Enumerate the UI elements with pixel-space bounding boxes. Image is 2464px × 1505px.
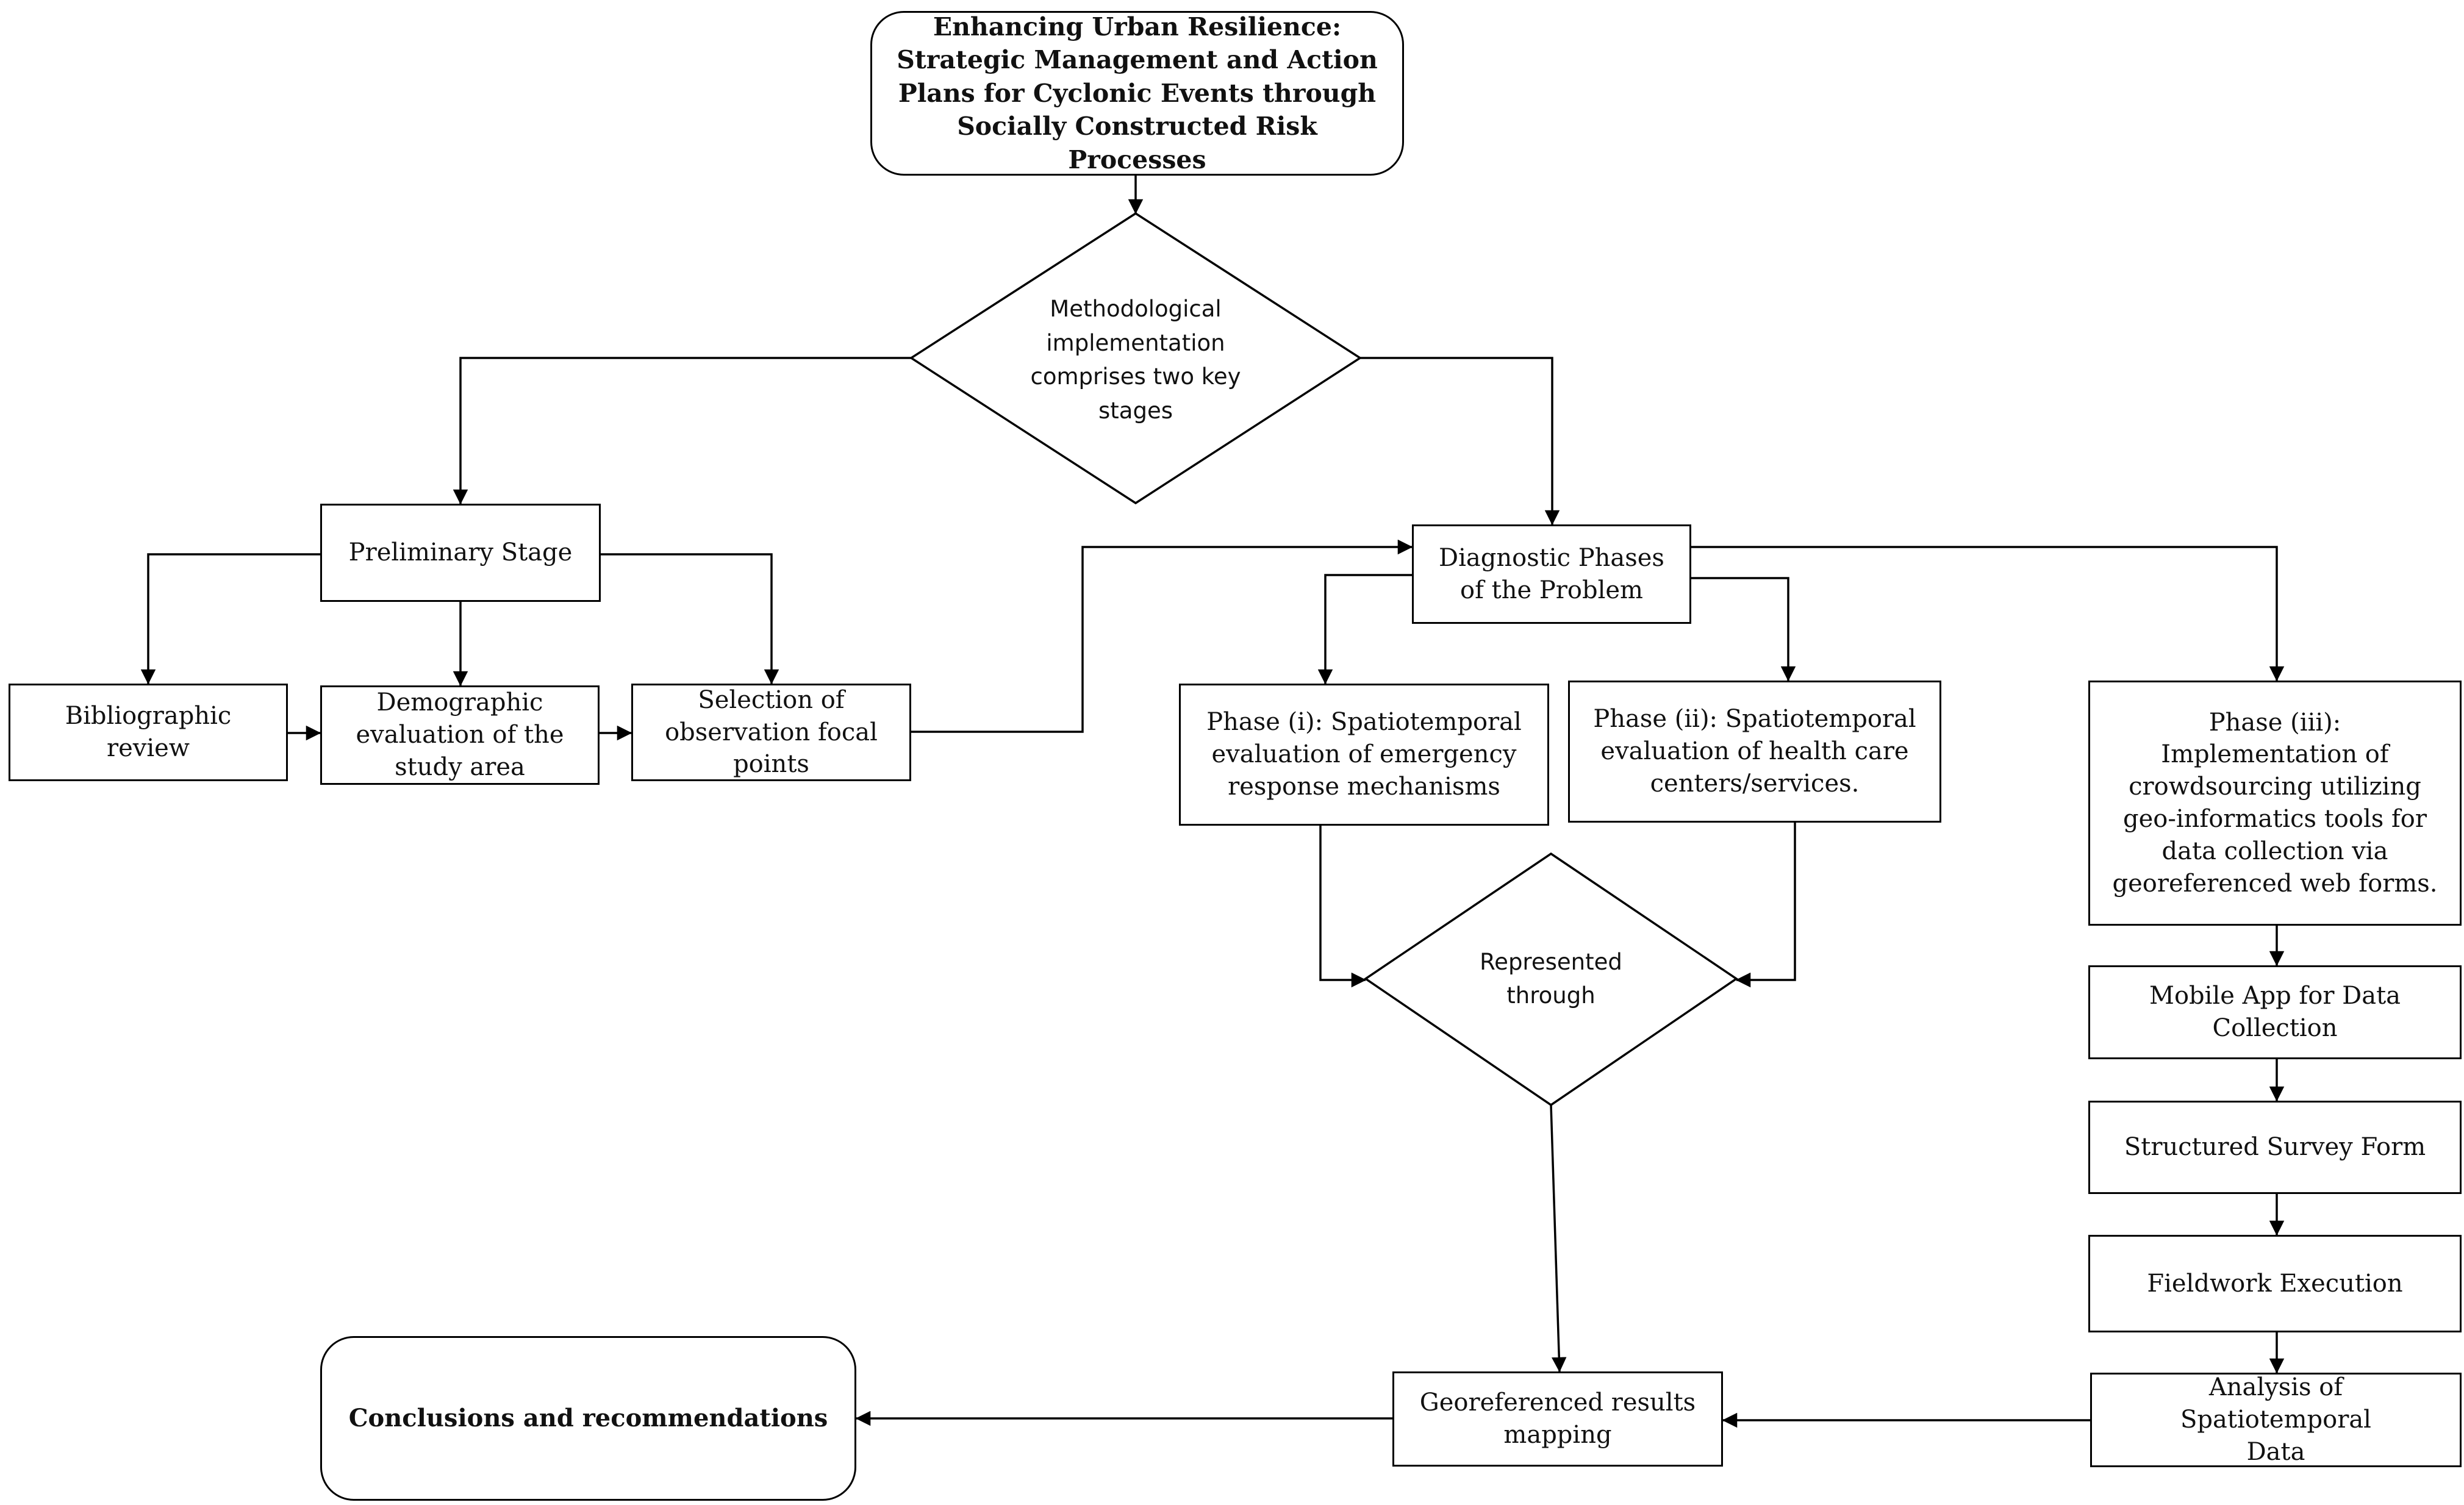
- georeferenced-mapping-box: Georeferenced results mapping: [1392, 1371, 1723, 1467]
- diagnostic-phases-box: Diagnostic Phases of the Problem: [1412, 524, 1691, 624]
- arrow-diagnostic-to-phase-i: [1317, 574, 1412, 685]
- phase-i-box: Phase (i): Spatiotemporal evaluation of …: [1179, 684, 1549, 826]
- selection-focal-points-box: Selection of observation focal points: [631, 684, 911, 781]
- arrow-diagnostic-to-phase-ii: [1691, 577, 1796, 682]
- bibliographic-review-box: Bibliographic review: [9, 684, 288, 781]
- arrow-decision-to-preliminary: [453, 357, 911, 505]
- decision-represented-text: Represented through: [1480, 948, 1622, 1009]
- arrow-decision-to-diagnostic: [1360, 357, 1560, 526]
- arrow-phase-i-to-decision: [1319, 826, 1367, 988]
- arrow-phase-ii-to-decision: [1735, 823, 1796, 988]
- fieldwork-box: Fieldwork Execution: [2088, 1235, 2462, 1332]
- conclusions-box: Conclusions and recommendations: [320, 1336, 856, 1501]
- survey-form-box: Structured Survey Form: [2088, 1101, 2462, 1194]
- arrow-decision-to-mapping: [1550, 1104, 1567, 1373]
- arrow-preliminary-to-selection: [601, 553, 779, 685]
- phase-ii-box: Phase (ii): Spatiotemporal evaluation of…: [1568, 681, 1941, 823]
- arrow-diagnostic-to-phase-iii: [1691, 546, 2285, 682]
- mobile-app-box: Mobile App for Data Collection: [2088, 965, 2462, 1059]
- analysis-box: Analysis of Spatiotemporal Data: [2090, 1373, 2462, 1467]
- arrow-selection-to-diagnostic: [911, 539, 1413, 733]
- arrow-preliminary-to-bibliographic: [140, 553, 320, 685]
- decision-stages-text: Methodological implementation comprises …: [1030, 296, 1241, 424]
- demographic-evaluation-box: Demographic evaluation of the study area: [320, 685, 600, 785]
- title-box: Enhancing Urban Resilience: Strategic Ma…: [870, 11, 1404, 176]
- preliminary-stage-box: Preliminary Stage: [320, 504, 601, 602]
- phase-iii-box: Phase (iii): Implementation of crowdsour…: [2088, 681, 2462, 926]
- decision-diamond-stages: [909, 212, 1363, 505]
